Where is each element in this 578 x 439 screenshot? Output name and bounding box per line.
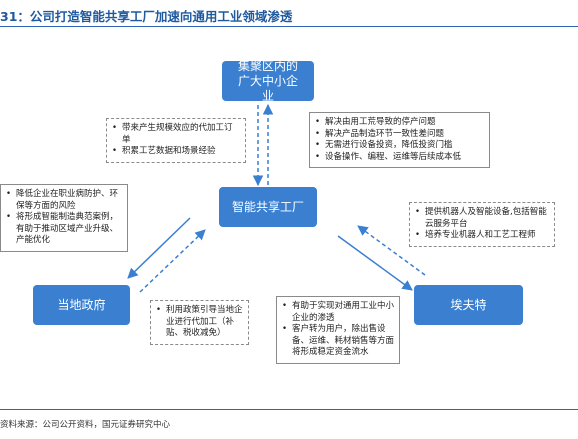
node-efort: 埃夫特 [414, 285, 523, 325]
arrow-government-to-center [139, 229, 206, 293]
note-bottom-left-item: 利用政策引导当地企业进行代加工（补贴、税收减免） [156, 305, 243, 340]
note-bottom-right-item: 客户转为用户，除出售设备、运维、耗材销售等方面将形成稳定资金流水 [282, 324, 394, 359]
arrow-center-to-efort [337, 235, 413, 291]
note-right-item: 培养专业机器人和工艺工程师 [415, 230, 549, 242]
title-divider [0, 26, 578, 27]
source-note: 资料来源：公司公开资料，国元证券研究中心 [0, 420, 171, 430]
note-left: 降低企业在职业病防护、环保等方面的风险 将形成智能制造典范案例，有助于推动区域产… [0, 184, 128, 252]
note-top-right-item: 解决产品制造环节一致性差问题 [315, 129, 484, 141]
note-top-left-item: 带来产生规模效应的代加工订单 [112, 123, 240, 146]
node-sme-cluster: 集聚区内的广大中小企业 [222, 58, 314, 103]
node-smart-shared-factory: 智能共享工厂 [219, 187, 317, 227]
note-top-left: 带来产生规模效应的代加工订单 积累工艺数据和场景经验 [106, 118, 246, 163]
node-local-government: 当地政府 [33, 285, 130, 325]
figure-title: 31：公司打造智能共享工厂加速向通用工业领域渗透 [0, 9, 293, 24]
note-top-right-item: 解决由用工荒导致的停产问题 [315, 117, 484, 129]
footer-divider [0, 409, 578, 410]
note-left-item: 降低企业在职业病防护、环保等方面的风险 [6, 189, 122, 212]
note-left-item: 将形成智能制造典范案例，有助于推动区域产业升级、产能优化 [6, 212, 122, 247]
note-bottom-right: 有助于实现对通用工业中小企业的渗透 客户转为用户，除出售设备、运维、耗材销售等方… [276, 296, 400, 364]
note-top-right: 解决由用工荒导致的停产问题 解决产品制造环节一致性差问题 无需进行设备投资，降低… [309, 112, 490, 168]
node-local-government-label: 当地政府 [57, 297, 106, 312]
node-efort-label: 埃夫特 [450, 297, 487, 312]
node-sme-cluster-label: 集聚区内的广大中小企业 [237, 58, 298, 103]
note-right-item: 提供机器人及智能设备,包括智能云服务平台 [415, 207, 549, 230]
note-bottom-left: 利用政策引导当地企业进行代加工（补贴、税收减免） [150, 300, 249, 345]
note-right: 提供机器人及智能设备,包括智能云服务平台 培养专业机器人和工艺工程师 [409, 202, 555, 247]
note-top-left-item: 积累工艺数据和场景经验 [112, 146, 240, 158]
arrow-center-to-government [127, 217, 191, 279]
node-smart-shared-factory-label: 智能共享工厂 [231, 199, 304, 214]
note-top-right-item: 设备操作、编程、运维等后续成本低 [315, 152, 484, 164]
note-bottom-right-item: 有助于实现对通用工业中小企业的渗透 [282, 301, 394, 324]
note-top-right-item: 无需进行设备投资，降低投资门槛 [315, 140, 484, 152]
